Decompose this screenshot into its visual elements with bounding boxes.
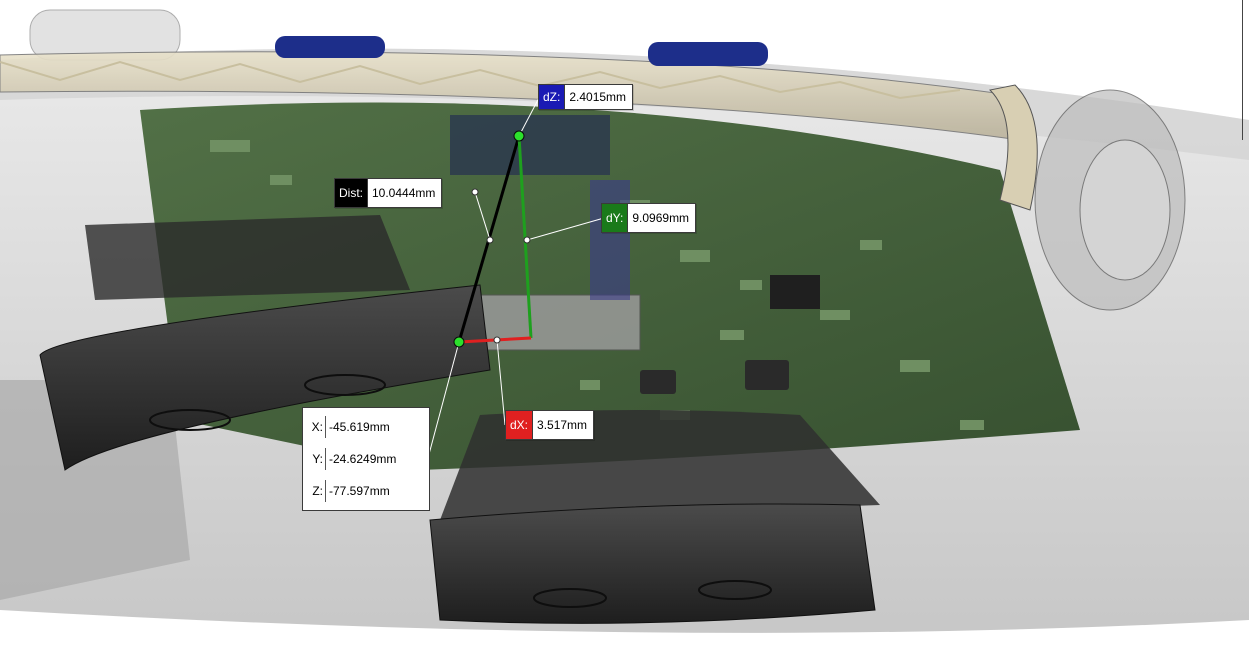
dy-value: 9.0969mm	[632, 211, 690, 225]
coord-z-label: Z:	[303, 480, 326, 502]
point-coordinates-callout[interactable]: X: -45.619mm Y: -24.6249mm Z: -77.597mm	[302, 407, 430, 511]
dist-callout[interactable]: Dist: 10.0444mm	[334, 178, 443, 208]
coord-y-label: Y:	[303, 448, 326, 470]
dx-value: 3.517mm	[537, 418, 588, 432]
dist-value: 10.0444mm	[372, 186, 436, 200]
end-point-bottom	[453, 336, 465, 348]
dy-tag: dY:	[602, 204, 629, 232]
end-point-top	[513, 130, 525, 142]
coord-x-label: X:	[303, 416, 326, 438]
coord-z-row: Z: -77.597mm	[303, 480, 429, 502]
left-pad	[39, 215, 491, 471]
dz-callout[interactable]: dZ: 2.4015mm	[538, 84, 634, 110]
dy-line	[517, 135, 533, 339]
dy-callout[interactable]: dY: 9.0969mm	[601, 203, 697, 233]
side-dial	[988, 84, 1186, 311]
dx-callout[interactable]: dX: 3.517mm	[505, 410, 595, 440]
coord-y-value: -24.6249mm	[329, 452, 397, 466]
headband-strip	[0, 36, 1021, 141]
coord-x-row: X: -45.619mm	[303, 416, 429, 438]
coord-y-row: Y: -24.6249mm	[303, 448, 429, 470]
dist-tag: Dist:	[335, 179, 368, 207]
dx-tag: dX:	[506, 411, 534, 439]
dz-tag: dZ:	[539, 85, 566, 109]
measurement-overlay	[427, 95, 605, 459]
viewport-edge	[1242, 0, 1249, 140]
bottom-pad	[429, 410, 880, 624]
dz-value: 2.4015mm	[569, 90, 627, 104]
coord-z-value: -77.597mm	[329, 484, 390, 498]
coord-x-value: -45.619mm	[329, 420, 390, 434]
